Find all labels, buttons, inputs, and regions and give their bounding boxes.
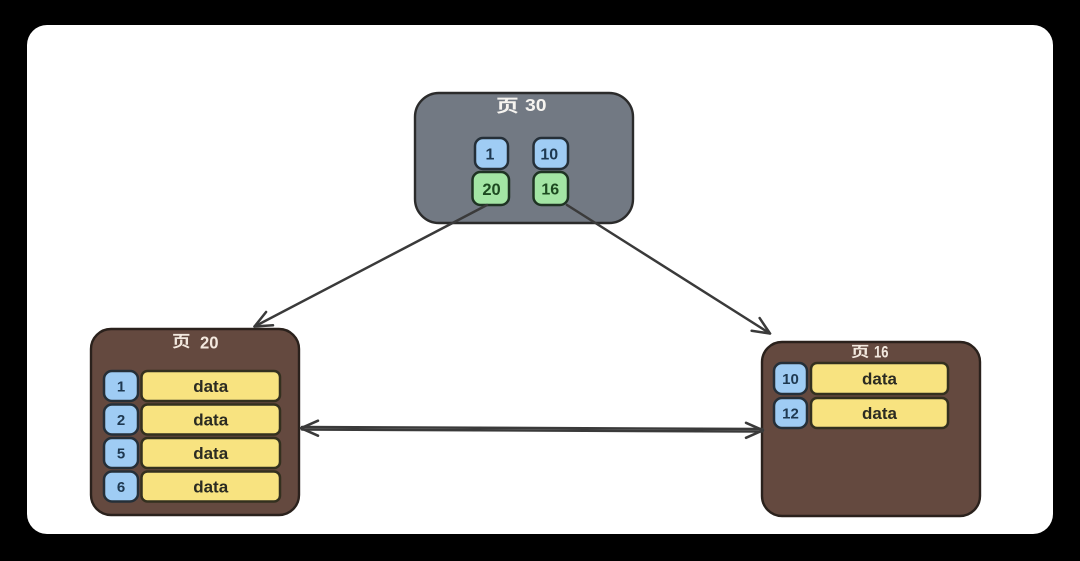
svg-text:1: 1	[486, 147, 495, 164]
svg-text:data: data	[193, 411, 229, 430]
svg-text:16: 16	[541, 182, 559, 199]
svg-text:12: 12	[782, 406, 799, 423]
svg-text:1: 1	[117, 379, 125, 396]
svg-text:data: data	[862, 404, 898, 423]
svg-text:data: data	[193, 444, 229, 463]
svg-text:20: 20	[482, 181, 500, 199]
svg-text:5: 5	[117, 446, 125, 463]
svg-text:data: data	[862, 370, 898, 389]
svg-text:6: 6	[117, 479, 125, 496]
svg-text:10: 10	[782, 371, 799, 388]
svg-text:10: 10	[540, 147, 558, 164]
svg-text:2: 2	[117, 412, 125, 429]
svg-text:data: data	[193, 377, 229, 396]
svg-text:16: 16	[874, 342, 889, 361]
svg-text:data: data	[193, 478, 229, 497]
svg-text:20: 20	[200, 333, 219, 353]
svg-text:30: 30	[525, 95, 547, 115]
